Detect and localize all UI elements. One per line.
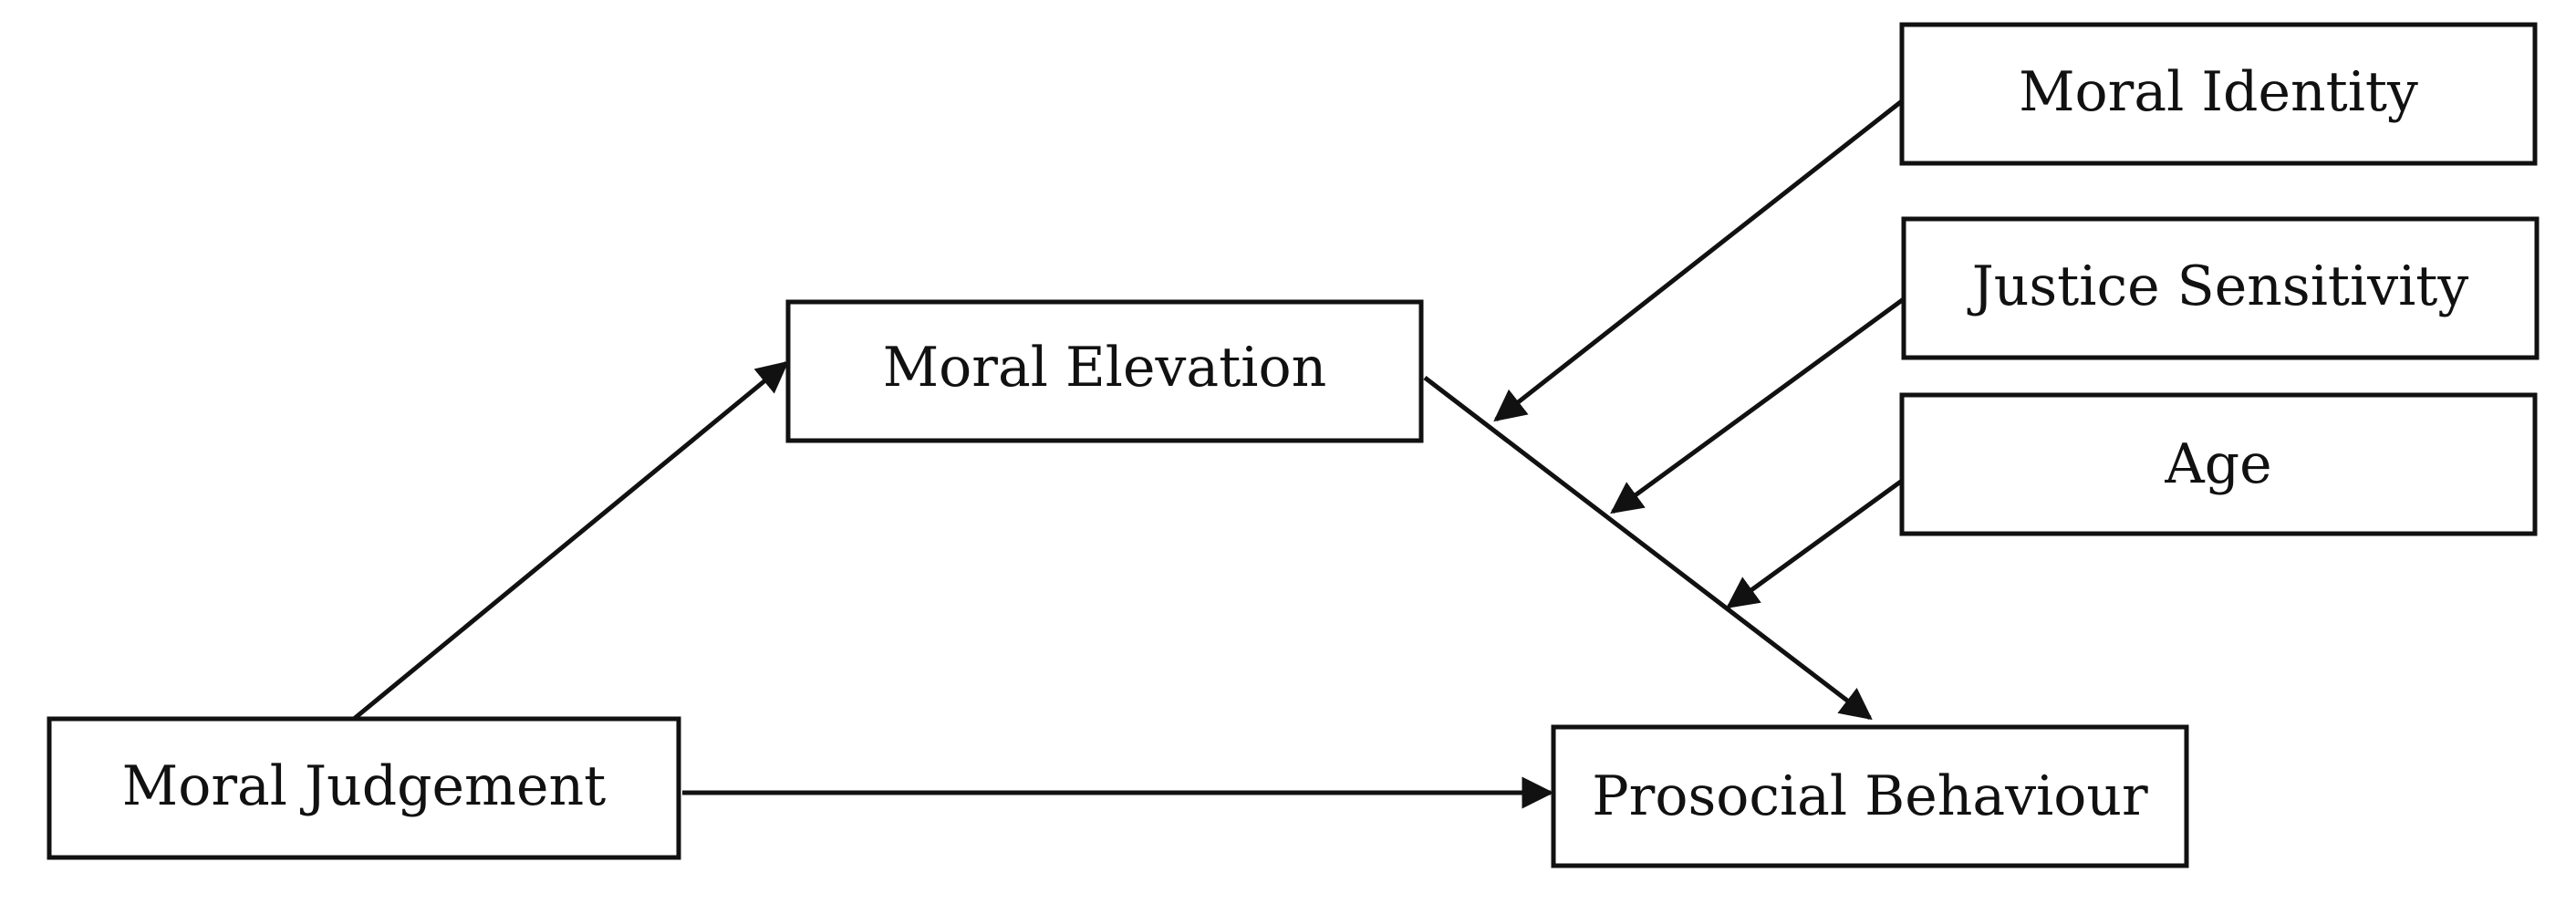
arrow-judgement-to-elevation bbox=[352, 360, 789, 721]
arrow-age-moderation bbox=[1726, 478, 1904, 609]
node-prosocial-behaviour: Prosocial Behaviour bbox=[1551, 724, 2189, 868]
arrow-moral-identity-moderation bbox=[1493, 99, 1905, 422]
node-moral-elevation: Moral Elevation bbox=[785, 299, 1424, 443]
node-moral-identity-label: Moral Identity bbox=[2019, 60, 2418, 124]
arrow-elevation-to-behaviour bbox=[1423, 376, 1873, 721]
node-justice-sensitivity-label: Justice Sensitivity bbox=[1967, 255, 2469, 318]
node-justice-sensitivity: Justice Sensitivity bbox=[1901, 216, 2540, 360]
node-moral-elevation-label: Moral Elevation bbox=[883, 336, 1327, 400]
node-moral-judgement: Moral Judgement bbox=[47, 716, 681, 860]
node-prosocial-behaviour-label: Prosocial Behaviour bbox=[1592, 764, 2148, 828]
node-moral-identity: Moral Identity bbox=[1899, 22, 2538, 166]
node-age: Age bbox=[1899, 392, 2538, 536]
node-age-label: Age bbox=[2164, 432, 2271, 496]
node-moral-judgement-label: Moral Judgement bbox=[122, 754, 606, 818]
arrow-justice-sensitivity-moderation bbox=[1610, 296, 1906, 514]
